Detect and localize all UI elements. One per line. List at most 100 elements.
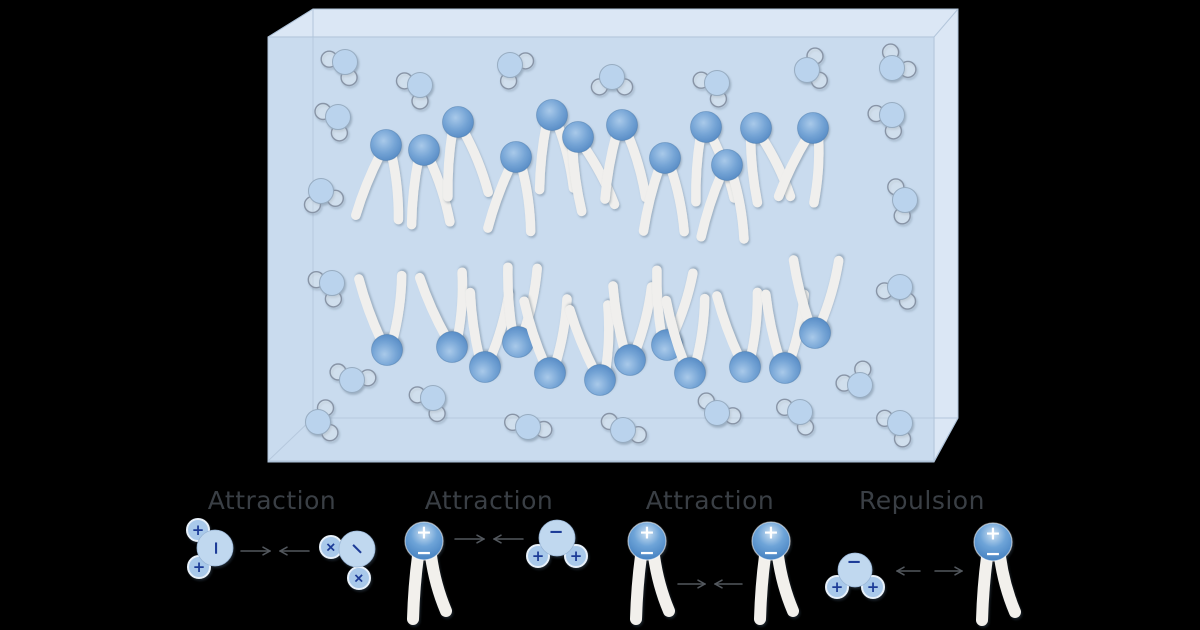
- lipid-molecule: +−: [751, 521, 799, 625]
- lipid-tail: [483, 161, 516, 233]
- lipid-tail: [424, 154, 455, 227]
- lipid-head: [500, 141, 532, 173]
- legend-label-repulsion: Repulsion: [859, 486, 985, 515]
- water-molecule: [879, 43, 917, 81]
- bottom-monolayer: [354, 255, 844, 396]
- lipid-molecule: [406, 134, 455, 230]
- tank-front-glass: [268, 37, 934, 461]
- water-molecule: [600, 412, 648, 444]
- lipid-head: [536, 99, 568, 131]
- lipid-molecule: [661, 293, 710, 389]
- lipid-tail: [691, 131, 706, 207]
- lipid-tail: [756, 132, 796, 202]
- minus-charge: −: [846, 552, 861, 573]
- minus-charge: −: [206, 540, 227, 555]
- lipid-head: [769, 352, 801, 384]
- lipid-head: [562, 121, 594, 153]
- plus-charge: +: [570, 547, 583, 565]
- lipid-tail: [622, 129, 651, 203]
- oxygen-atom: [887, 410, 913, 436]
- lipid-head: [649, 142, 681, 174]
- lipid-molecule: [740, 112, 796, 208]
- lipid-tail: [578, 141, 620, 210]
- water-molecule: [307, 270, 345, 308]
- lipid-head: [370, 129, 402, 161]
- tank-water-molecules: [303, 43, 918, 448]
- oxygen-atom: [794, 57, 820, 83]
- lipid-tail: [712, 291, 745, 363]
- minus-charge: −: [763, 542, 779, 564]
- lipid-head: [469, 351, 501, 383]
- oxygen-atom: [305, 409, 331, 435]
- force-arrow: [934, 566, 963, 576]
- minus-charge: −: [416, 542, 432, 564]
- oxygen-atom: [538, 519, 576, 557]
- lipid-tail: [976, 551, 993, 626]
- lipid-molecule: [351, 129, 404, 225]
- minus-charge: −: [639, 542, 655, 564]
- lipid-molecule: [638, 142, 689, 237]
- water-molecule: [692, 70, 730, 108]
- lipid-molecule: [519, 294, 572, 389]
- lipid-tail: [994, 551, 1021, 618]
- water-molecule: ++−: [825, 552, 885, 599]
- lipid-tail: [773, 132, 813, 202]
- water-molecule: [497, 52, 535, 90]
- lipid-head: [371, 334, 403, 366]
- lipid-head: [627, 521, 667, 561]
- lipid-tail: [608, 281, 630, 356]
- water-molecule: [590, 64, 634, 96]
- force-arrow: [714, 579, 743, 589]
- lipid-tail: [648, 550, 675, 617]
- minus-charge: −: [985, 543, 1001, 565]
- water-molecule: [320, 49, 358, 87]
- lipid-tail: [452, 267, 468, 343]
- water-molecule: [408, 385, 446, 423]
- oxygen-atom: [879, 102, 905, 128]
- lipid-tail: [407, 550, 424, 625]
- oxygen-atom: [407, 72, 433, 98]
- oxygen-atom: [338, 530, 376, 568]
- lipid-molecule: [502, 262, 542, 358]
- water-molecule: [303, 178, 345, 214]
- lipid-molecule: [696, 149, 749, 244]
- force-arrow: [677, 579, 706, 589]
- lipid-tail: [406, 154, 424, 230]
- minus-charge: −: [548, 522, 563, 543]
- lipid-molecule: [565, 300, 616, 396]
- water-molecule: [876, 409, 913, 448]
- oxygen-atom: [879, 55, 905, 81]
- lipid-head: [799, 317, 831, 349]
- lipid-head: [674, 357, 706, 389]
- oxygen-atom: [325, 104, 351, 130]
- oxygen-atom: [196, 529, 234, 567]
- lipid-tail: [534, 119, 552, 195]
- plus-charge: +: [192, 521, 205, 539]
- oxygen-atom: [332, 49, 358, 75]
- lipid-head: [404, 521, 444, 561]
- lipid-head: [711, 149, 743, 181]
- lipid-tail: [745, 132, 763, 208]
- plus-charge: +: [416, 522, 432, 544]
- lipid-tail: [600, 300, 614, 376]
- lipid-head: [973, 522, 1013, 562]
- lipid-head: [436, 331, 468, 363]
- water-molecule: [835, 360, 873, 398]
- oxygen-atom: [837, 552, 873, 588]
- lipid-tail: [600, 129, 622, 204]
- oxygen-atom: [847, 372, 873, 398]
- lipid-molecule: [483, 141, 536, 237]
- water-molecule: [305, 399, 339, 442]
- lipid-tail: [351, 149, 386, 220]
- oxygen-atom: [610, 417, 636, 443]
- water-molecule: [697, 392, 742, 426]
- lipid-tail: [425, 550, 452, 617]
- lipid-head: [442, 106, 474, 138]
- water-molecule: [329, 363, 377, 393]
- lipid-tail: [761, 289, 785, 364]
- oxygen-atom: [515, 414, 541, 440]
- lipid-tail: [788, 255, 815, 329]
- water-molecule: [794, 47, 829, 90]
